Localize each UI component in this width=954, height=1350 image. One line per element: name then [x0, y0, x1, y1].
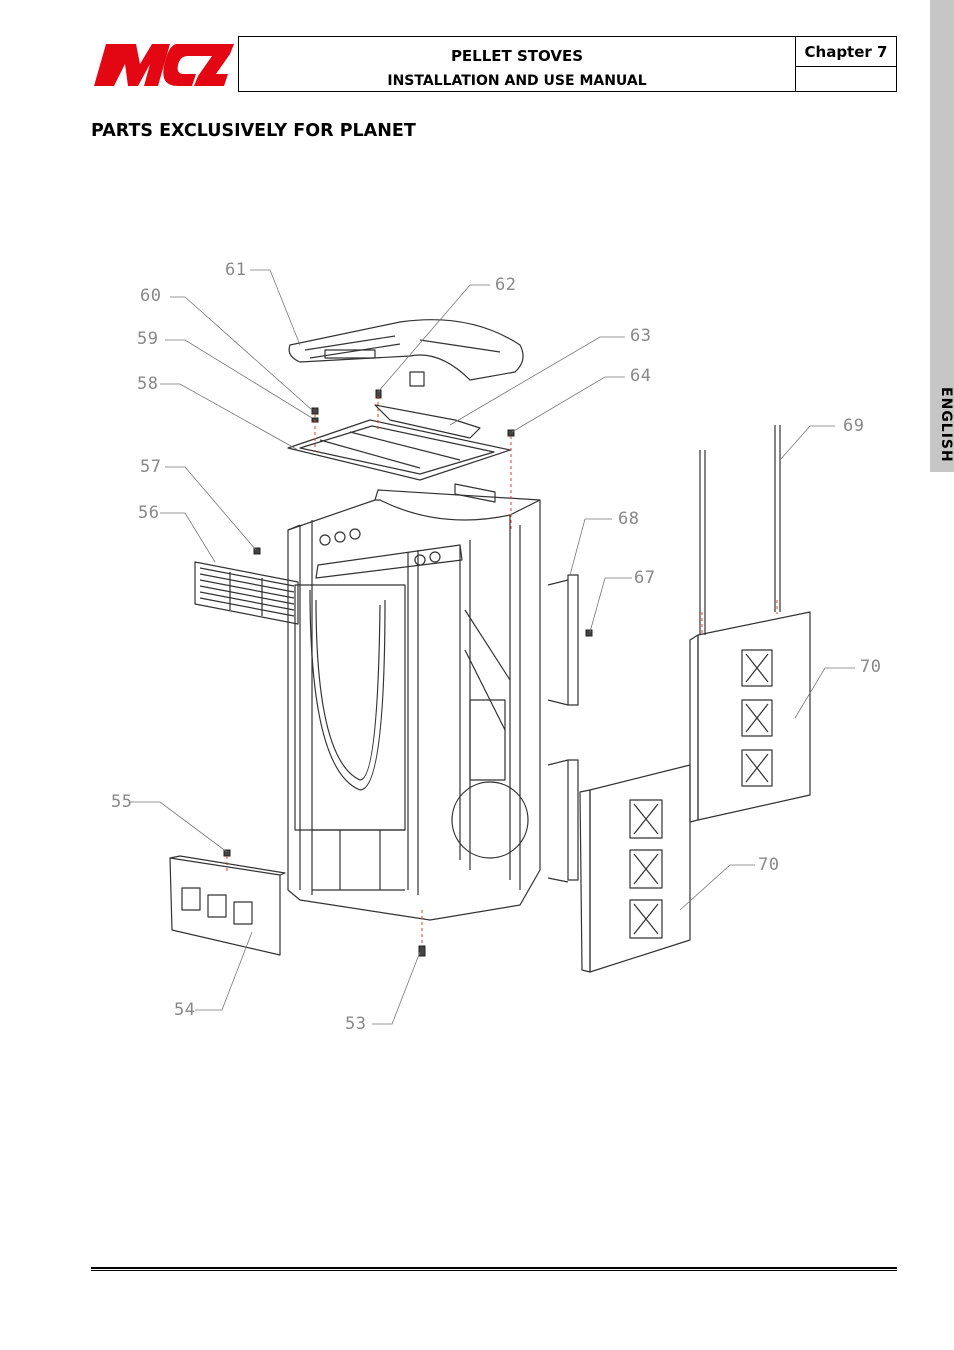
- callout-64: 64: [630, 366, 652, 386]
- lower-front-panel-part: [169, 857, 281, 956]
- language-side-tab-label: ENGLISH: [938, 387, 954, 463]
- callout-62: 62: [495, 275, 517, 295]
- side-rail-part: [567, 574, 579, 706]
- left-side-panel-part: [589, 764, 691, 973]
- callout-61: 61: [225, 260, 247, 280]
- chapter-label: Chapter 7: [796, 37, 896, 67]
- section-title: PARTS EXCLUSIVELY FOR PLANET: [91, 121, 416, 141]
- mcz-logo: [94, 44, 234, 86]
- callout-59: 59: [137, 329, 159, 349]
- callout-70-left: 70: [758, 855, 780, 875]
- header-box: PELLET STOVES INSTALLATION AND USE MANUA…: [238, 36, 897, 92]
- top-plate-part: [287, 419, 511, 481]
- front-grille-part: [194, 561, 299, 625]
- callout-58: 58: [137, 374, 159, 394]
- screw-55: [223, 849, 231, 857]
- callout-63: 63: [630, 326, 652, 346]
- top-cover-part: [288, 319, 524, 381]
- bracket-part: [374, 404, 481, 439]
- panel-rod-part: [699, 450, 706, 635]
- language-side-tab: [930, 0, 954, 472]
- callout-56: 56: [138, 503, 160, 523]
- footer-rule: [91, 1267, 897, 1271]
- callout-55: 55: [111, 792, 133, 812]
- callout-60: 60: [140, 286, 162, 306]
- callout-53: 53: [345, 1014, 367, 1034]
- callout-70-right: 70: [860, 657, 882, 677]
- header-title: PELLET STOVES: [450, 47, 584, 65]
- screw-67: [585, 629, 593, 637]
- screw-53: [418, 945, 426, 957]
- header-subtitle: INSTALLATION AND USE MANUAL: [387, 73, 647, 89]
- callout-69: 69: [843, 416, 865, 436]
- callout-67: 67: [634, 568, 656, 588]
- callout-57: 57: [140, 457, 162, 477]
- stove-body: [287, 489, 541, 921]
- header-main-cell: PELLET STOVES INSTALLATION AND USE MANUA…: [239, 37, 796, 91]
- right-side-panel-part: [697, 611, 811, 821]
- callout-68: 68: [618, 509, 640, 529]
- callout-54: 54: [174, 1000, 196, 1020]
- screw-60: [311, 407, 319, 415]
